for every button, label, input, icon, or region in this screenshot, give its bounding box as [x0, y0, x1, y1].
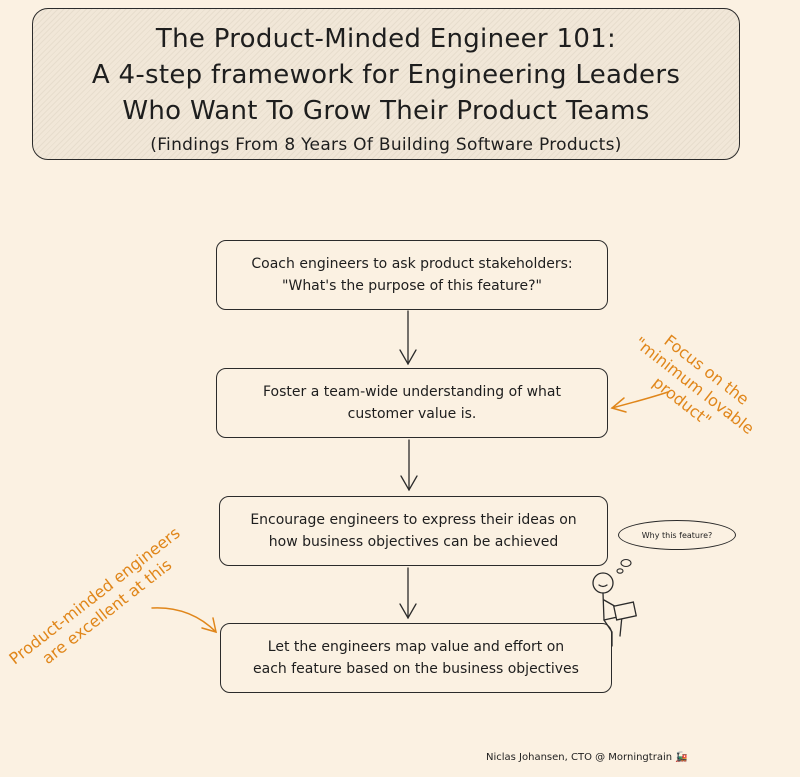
- annotation-minimum-lovable-product: Focus on the "minimum lovable product": [630, 330, 758, 439]
- signature: Niclas Johansen, CTO @ Morningtrain 🚂: [486, 752, 688, 763]
- step-4-text: Let the engineers map value and effort o…: [253, 639, 579, 677]
- annotation-arrow-left: [151, 607, 217, 633]
- thought-bubble-text: Why this feature?: [641, 530, 713, 540]
- step-2-box: Foster a team-wide understanding of what…: [216, 368, 608, 438]
- title-line-1: The Product-Minded Engineer 101:: [155, 24, 617, 54]
- thought-dot-large: [620, 558, 632, 568]
- step-3-text: Encourage engineers to express their ide…: [250, 512, 577, 550]
- step-1-text: Coach engineers to ask product stakehold…: [251, 256, 573, 294]
- thought-bubble: Why this feature?: [618, 520, 736, 550]
- thought-dot-small: [616, 568, 624, 574]
- step-1-box: Coach engineers to ask product stakehold…: [216, 240, 608, 310]
- title-box: The Product-Minded Engineer 101: A 4-ste…: [32, 8, 740, 160]
- step-2-text: Foster a team-wide understanding of what…: [263, 384, 561, 422]
- step-4-box: Let the engineers map value and effort o…: [220, 623, 612, 693]
- annotation-product-minded-engineers: Product-minded engineers are excellent a…: [5, 523, 184, 669]
- subtitle: (Findings From 8 Years Of Building Softw…: [150, 135, 622, 155]
- title-line-2: A 4-step framework for Engineering Leade…: [91, 60, 681, 90]
- step-3-box: Encourage engineers to express their ide…: [219, 496, 608, 566]
- title-line-3: Who Want To Grow Their Product Teams: [122, 96, 650, 126]
